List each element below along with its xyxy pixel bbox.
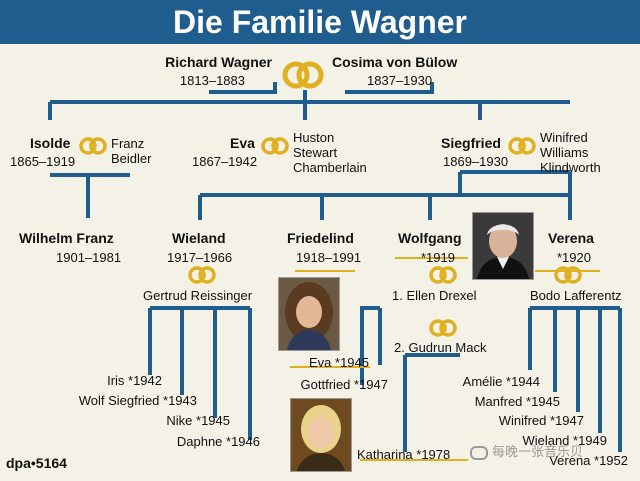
person-wieland: Wieland (172, 230, 226, 246)
spouse-franz-beidler: Franz Beidler (111, 136, 152, 166)
spouse-gudrun-mack: 2. Gudrun Mack (394, 340, 487, 355)
connector-gen1 (209, 82, 277, 94)
person-wolfgang: Wolfgang (398, 230, 462, 246)
person-siegfried: Siegfried (441, 135, 501, 151)
child-eva-pasquier: Eva *1945 (309, 355, 369, 370)
wedding-rings-icon (554, 266, 582, 284)
spouse-bodo-lafferentz: Bodo Lafferentz (530, 288, 622, 303)
child-daphne: Daphne *1946 (176, 434, 260, 449)
person-verena: Verena (548, 230, 594, 246)
child-wolf-siegfried: Wolf Siegfried *1943 (78, 393, 197, 408)
chat-bubble-icon (470, 445, 488, 460)
child-iris: Iris *1942 (107, 373, 162, 388)
years-wieland: 1917–1966 (167, 250, 233, 265)
person-cosima-von-buelow: Cosima von Bülow (332, 54, 458, 70)
child-gottfried: Gottfried *1947 (300, 377, 388, 392)
wedding-rings-icon (79, 137, 107, 155)
spouse-winifred-williams-klindworth: Winifred Williams Klindworth (540, 130, 601, 175)
person-wilhelm-franz: Wilhelm Franz (19, 230, 114, 246)
years-eva: 1867–1942 (192, 154, 258, 169)
child-wieland-lafferentz: Wieland *1949 (522, 433, 607, 448)
spouse-gertrud-reissinger: Gertrud Reissinger (143, 288, 253, 303)
child-katharina: Katharina *1978 (357, 447, 451, 462)
years-friedelind: 1918–1991 (296, 250, 362, 265)
diagram-title: Die Familie Wagner (0, 0, 640, 44)
person-richard-wagner: Richard Wagner (165, 54, 272, 70)
portrait-eva-photo (278, 277, 340, 351)
wedding-rings-icon (282, 61, 324, 89)
watermark-text: 每晚一张音乐贝 (470, 441, 583, 460)
portrait-wolfgang-photo (472, 212, 534, 280)
child-nike: Nike *1945 (166, 413, 230, 428)
child-verena-lafferentz: Verena *1952 (549, 453, 628, 468)
years-wolfgang: *1919 (421, 250, 455, 265)
portrait-katharina-photo (290, 398, 352, 472)
watermark-label: 每晚一张音乐贝 (492, 444, 584, 459)
years-isolde: 1865–1919 (10, 154, 76, 169)
years-verena: *1920 (557, 250, 591, 265)
wedding-rings-icon (261, 137, 289, 155)
child-winifred: Winifred *1947 (498, 413, 584, 428)
person-isolde: Isolde (30, 135, 71, 151)
years-cosima-von-buelow: 1837–1930 (367, 73, 433, 88)
source-credit: dpa•5164 (6, 455, 67, 471)
years-siegfried: 1869–1930 (443, 154, 509, 169)
years-wilhelm-franz: 1901–1981 (56, 250, 122, 265)
person-friedelind: Friedelind (287, 230, 354, 246)
wedding-rings-icon (429, 319, 457, 337)
spouse-houston-stewart-chamberlain: Huston Stewart Chamberlain (293, 130, 367, 175)
child-manfred: Manfred *1945 (474, 394, 560, 409)
person-eva: Eva (230, 135, 255, 151)
years-richard-wagner: 1813–1883 (179, 73, 245, 88)
wedding-rings-icon (429, 266, 457, 284)
wedding-rings-icon (508, 137, 536, 155)
child-amelie: Amélie *1944 (462, 374, 540, 389)
wedding-rings-icon (188, 266, 216, 284)
spouse-ellen-drexel: 1. Ellen Drexel (392, 288, 477, 303)
